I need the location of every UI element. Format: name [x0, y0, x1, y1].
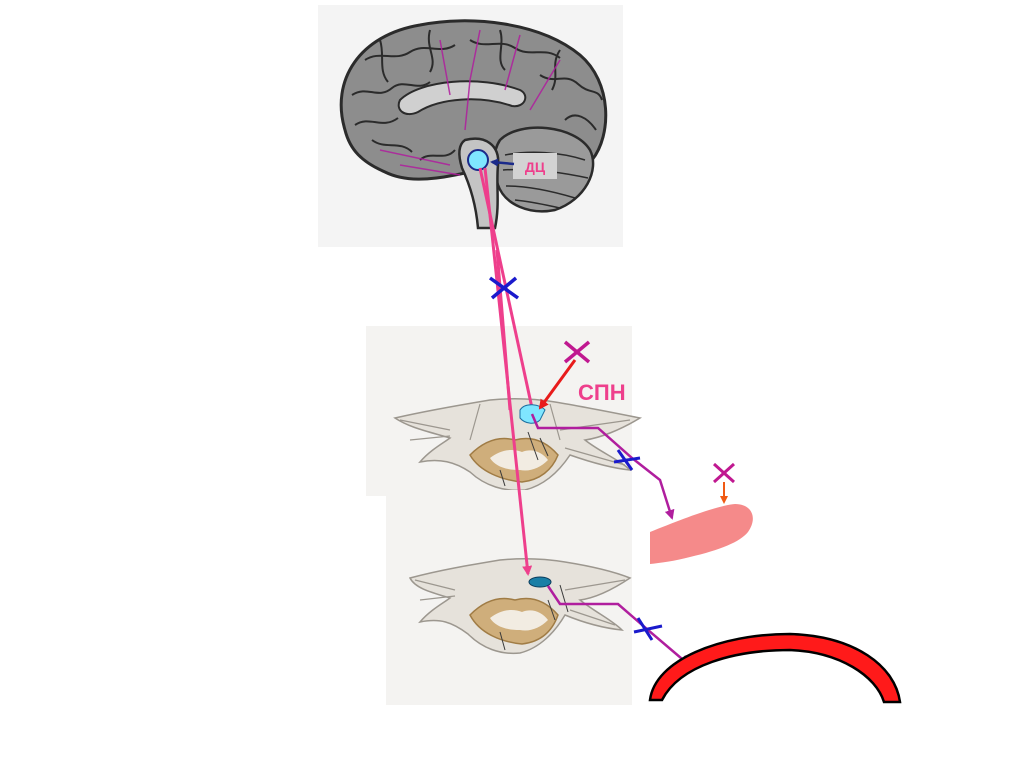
target-muscle	[650, 464, 753, 564]
lower-nucleus	[529, 577, 551, 587]
spn-label: СПН	[578, 380, 626, 405]
muscle-shape	[650, 504, 753, 564]
target-vessel	[650, 634, 900, 702]
vessel-wall	[650, 634, 900, 702]
spinal-cord-section-lower	[386, 490, 632, 705]
dc-nucleus-circle	[468, 150, 488, 170]
brain-illustration	[318, 5, 623, 247]
dc-label: ДЦ	[525, 159, 546, 175]
block-mark-muscle	[714, 464, 734, 482]
